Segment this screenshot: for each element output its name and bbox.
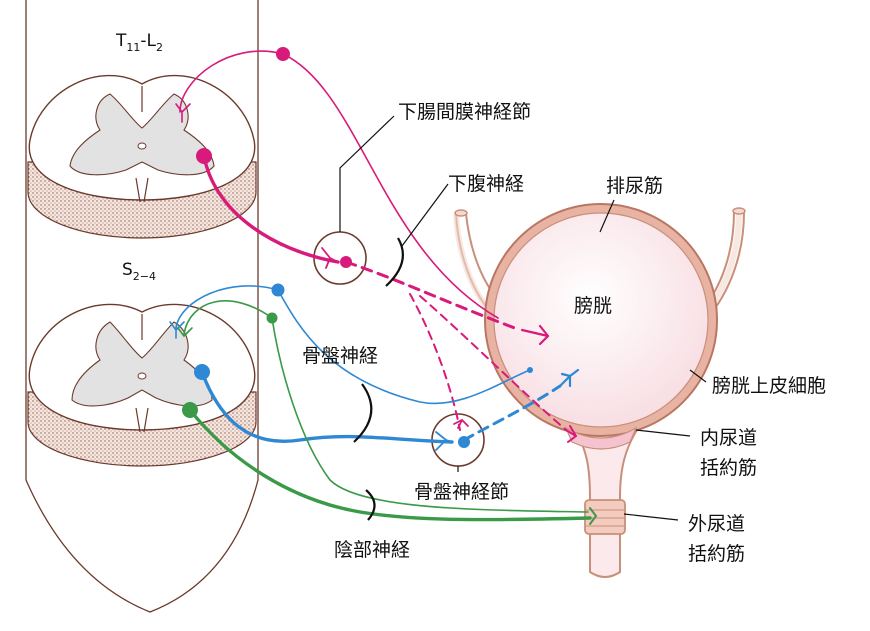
somatic-motor-soma: [182, 402, 198, 418]
label-hypogastric-nerve: 下腹神経: [448, 173, 524, 195]
internal-sphincter-region: [564, 426, 638, 450]
spinal-cord-column: [25, 0, 259, 613]
parasympathetic-ganglion-soma: [458, 436, 470, 448]
bladder: [453, 203, 746, 578]
somatic-pathway: [177, 300, 598, 525]
label-internal-sphincter-line1: 内尿道: [700, 427, 757, 449]
cord-section-upper: [27, 74, 257, 239]
gray-matter-upper: [69, 93, 215, 176]
somatic-afferent-central: [183, 300, 273, 335]
pudendal-motor: [188, 408, 592, 522]
label-pudendal-nerve: 陰部神経: [334, 539, 410, 561]
leader-hypogastric-nerve: [401, 183, 449, 247]
label-urothelium: 膀胱上皮細胞: [712, 375, 826, 397]
label-external-sphincter-line2: 括約筋: [688, 543, 745, 565]
label-external-sphincter-line1: 外尿道: [688, 513, 745, 535]
segment-label-upper: T11-L2: [115, 31, 163, 54]
svg-text:S2−4: S2−4: [122, 260, 156, 283]
sympathetic-pathway: [175, 50, 578, 443]
parasympathetic-preganglionic-soma: [194, 364, 210, 380]
sympathetic-postganglionic-detrusor: [344, 260, 522, 332]
sympathetic-afferent-soma: [276, 47, 290, 61]
label-bladder: 膀胱: [574, 295, 612, 317]
sympathetic-afferent-central: [179, 50, 284, 113]
central-canal-upper: [137, 142, 147, 150]
cord-section-lower: [27, 303, 257, 467]
parasympathetic-afferent-central: [175, 285, 279, 329]
cord-outline: [25, 0, 259, 613]
sympathetic-ganglion-soma: [340, 256, 352, 268]
sympathetic-to-internal-sphincter: [419, 295, 567, 431]
sympathetic-preganglionic-soma: [196, 148, 212, 164]
leader-lines: [339, 115, 707, 521]
sympathetic-to-pelvic-ganglion: [409, 293, 461, 431]
leader-urothelium: [689, 369, 707, 383]
somatic-afferent-peripheral: [271, 317, 589, 513]
labels: 下腸間膜神経節 下腹神経 排尿筋 膀胱 骨盤神経 膀胱上皮細胞 内尿道 括約筋 …: [302, 101, 826, 565]
leader-external-sphincter: [623, 513, 679, 521]
leader-internal-sphincter: [635, 429, 691, 437]
label-pelvic-ganglion: 骨盤神経節: [414, 481, 509, 503]
svg-text:T11-L2: T11-L2: [115, 31, 163, 54]
pudendal-nerve-bracket: [365, 489, 376, 521]
leader-detrusor: [599, 199, 615, 233]
label-detrusor: 排尿筋: [606, 175, 663, 197]
parasympathetic-afferent-peripheral: [277, 289, 531, 405]
somatic-afferent-soma: [266, 312, 278, 324]
central-canal-lower: [137, 372, 147, 380]
parasympathetic-pathway: [169, 285, 580, 451]
gray-matter-lower: [71, 321, 213, 407]
label-pelvic-nerve: 骨盤神経: [302, 345, 378, 367]
parasympathetic-afferent-soma: [271, 283, 285, 297]
label-internal-sphincter-line2: 括約筋: [700, 457, 757, 479]
parasympathetic-postganglionic: [462, 384, 562, 442]
leader-inferior-mesenteric-ganglion: [339, 115, 395, 232]
anterior-median-fissure-lower: [135, 407, 149, 433]
segment-label-lower: S2−4: [122, 260, 156, 283]
sympathetic-afferent-peripheral: [282, 53, 499, 319]
pelvic-nerve-bracket: [353, 383, 373, 443]
label-inferior-mesenteric-ganglion: 下腸間膜神経節: [398, 101, 531, 123]
anterior-median-fissure: [135, 177, 149, 203]
hypogastric-nerve-bracket: [385, 237, 404, 287]
parasympathetic-preganglionic: [200, 370, 454, 444]
sympathetic-preganglionic: [202, 154, 340, 264]
